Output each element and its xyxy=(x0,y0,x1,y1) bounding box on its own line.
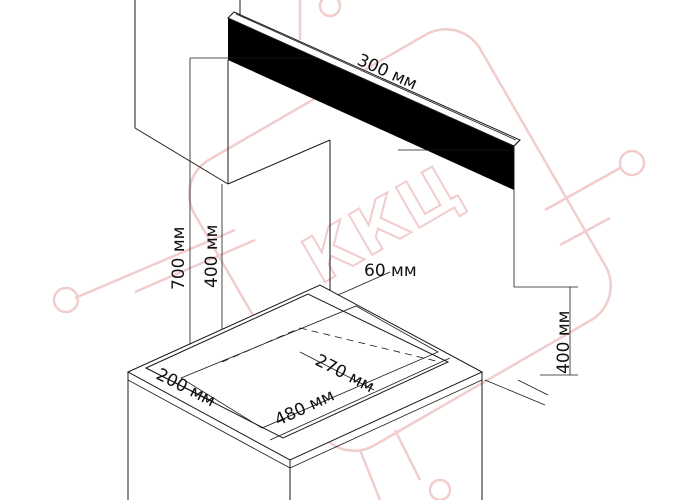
cutout-dims xyxy=(145,351,451,441)
range-hood xyxy=(227,11,521,190)
countertop-top xyxy=(126,284,484,461)
hood-front-face xyxy=(228,18,514,190)
countertop xyxy=(126,284,484,500)
label-hood-clearance: 400 мм xyxy=(202,224,222,288)
label-hood-depth: 60 мм xyxy=(364,261,417,281)
hob-cutout xyxy=(144,293,450,439)
label-mount-height: 700 мм xyxy=(169,226,189,290)
label-side-clearance: 400 мм xyxy=(554,310,574,374)
extension-line xyxy=(517,379,549,396)
wall-outline xyxy=(134,0,331,298)
guide-lines xyxy=(189,57,578,406)
